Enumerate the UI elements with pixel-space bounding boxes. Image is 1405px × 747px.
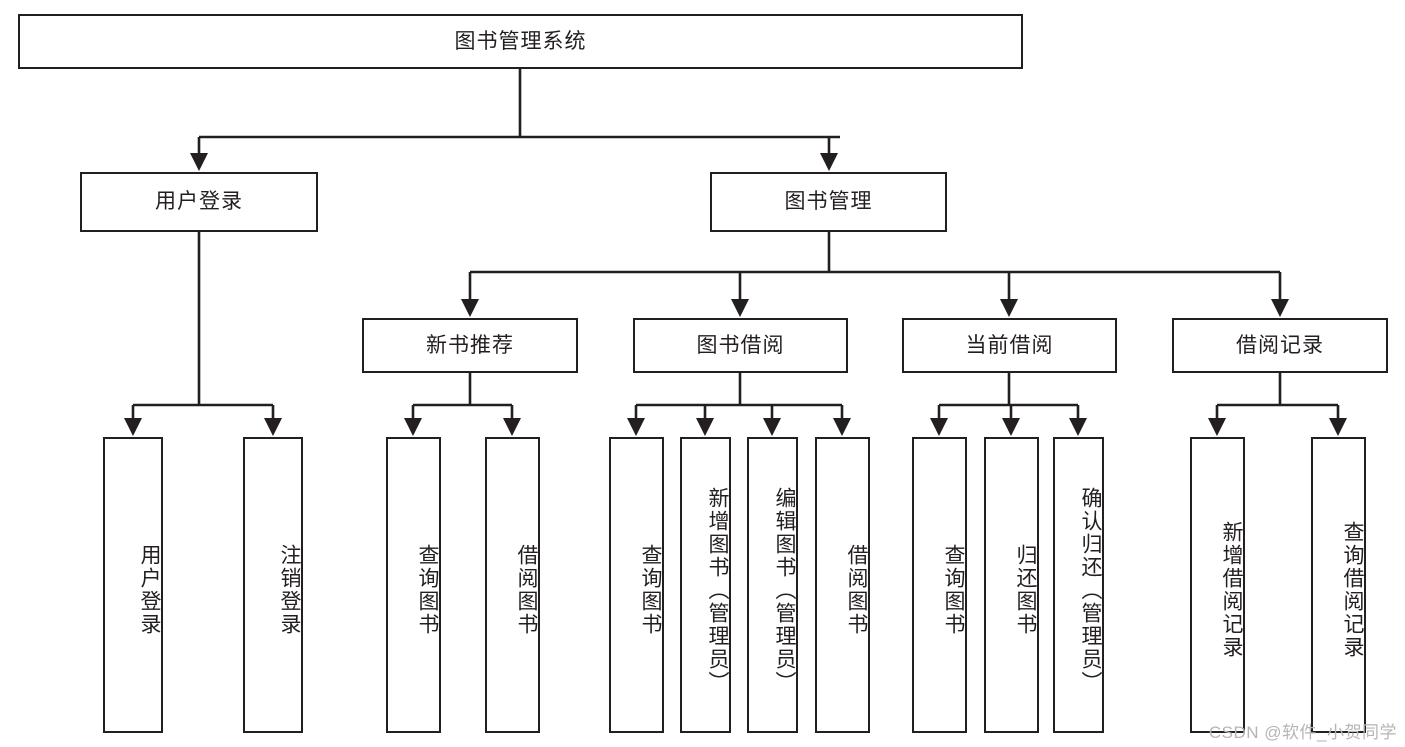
node-user-login-label: 用户登录 <box>155 190 243 214</box>
node-root-label: 图书管理系统 <box>454 29 587 53</box>
node-current-borrow[interactable]: 当前借阅 <box>902 318 1117 373</box>
edges-user-login-to-leaves <box>123 232 283 437</box>
edges-current-borrow-to-leaves <box>929 373 1088 437</box>
node-book-manage[interactable]: 图书管理 <box>710 172 947 232</box>
node-borrow-record[interactable]: 借阅记录 <box>1172 318 1388 373</box>
node-leaf-borrow-book[interactable]: 借阅图书 <box>815 437 870 733</box>
node-leaf-query-book-rec[interactable]: 查询图书 <box>386 437 441 733</box>
node-book-borrow-label: 图书借阅 <box>696 333 785 357</box>
node-leaf-query-book[interactable]: 查询图书 <box>609 437 664 733</box>
node-leaf-query-book-cur[interactable]: 查询图书 <box>912 437 967 733</box>
node-user-login[interactable]: 用户登录 <box>80 172 318 232</box>
node-leaf-confirm-return-label: 确认归还（管理员） <box>1079 486 1102 694</box>
node-leaf-confirm-return[interactable]: 确认归还（管理员） <box>1053 437 1104 733</box>
node-leaf-edit-book[interactable]: 编辑图书（管理员） <box>747 437 798 733</box>
node-book-borrow[interactable]: 图书借阅 <box>633 318 848 373</box>
node-book-manage-label: 图书管理 <box>784 190 873 214</box>
edges-root-to-level2 <box>189 69 840 172</box>
edges-book-manage-to-level3 <box>460 232 1290 318</box>
node-root[interactable]: 图书管理系统 <box>18 14 1023 69</box>
node-leaf-borrow-book-label: 借阅图书 <box>845 544 868 636</box>
node-leaf-query-book-rec-label: 查询图书 <box>416 544 439 636</box>
node-current-borrow-label: 当前借阅 <box>965 333 1054 357</box>
node-leaf-user-logout[interactable]: 注销登录 <box>243 437 303 733</box>
node-leaf-edit-book-label: 编辑图书（管理员） <box>773 486 796 694</box>
node-leaf-borrow-book-rec-label: 借阅图书 <box>515 544 538 636</box>
node-leaf-add-book[interactable]: 新增图书（管理员） <box>680 437 731 733</box>
edges-book-borrow-to-leaves <box>626 373 852 437</box>
node-leaf-query-record-label: 查询借阅记录 <box>1341 521 1364 659</box>
node-leaf-return-book-label: 归还图书 <box>1014 544 1037 636</box>
node-leaf-query-book-cur-label: 查询图书 <box>942 544 965 636</box>
node-leaf-query-record[interactable]: 查询借阅记录 <box>1311 437 1366 733</box>
node-leaf-user-logout-label: 注销登录 <box>278 544 301 636</box>
node-leaf-return-book[interactable]: 归还图书 <box>984 437 1039 733</box>
watermark: CSDN @软件_小贺同学 <box>1208 723 1397 742</box>
node-new-book-rec-label: 新书推荐 <box>426 333 514 357</box>
node-borrow-record-label: 借阅记录 <box>1236 333 1324 357</box>
node-leaf-user-login[interactable]: 用户登录 <box>103 437 163 733</box>
node-leaf-query-book-label: 查询图书 <box>639 544 662 636</box>
node-leaf-add-record[interactable]: 新增借阅记录 <box>1190 437 1245 733</box>
node-leaf-add-record-label: 新增借阅记录 <box>1220 521 1243 659</box>
node-leaf-user-login-label: 用户登录 <box>138 544 161 636</box>
node-leaf-borrow-book-rec[interactable]: 借阅图书 <box>485 437 540 733</box>
edges-borrow-record-to-leaves <box>1207 373 1348 437</box>
node-leaf-add-book-label: 新增图书（管理员） <box>706 486 729 694</box>
node-new-book-rec[interactable]: 新书推荐 <box>362 318 578 373</box>
edges-new-book-rec-to-leaves <box>403 373 522 437</box>
